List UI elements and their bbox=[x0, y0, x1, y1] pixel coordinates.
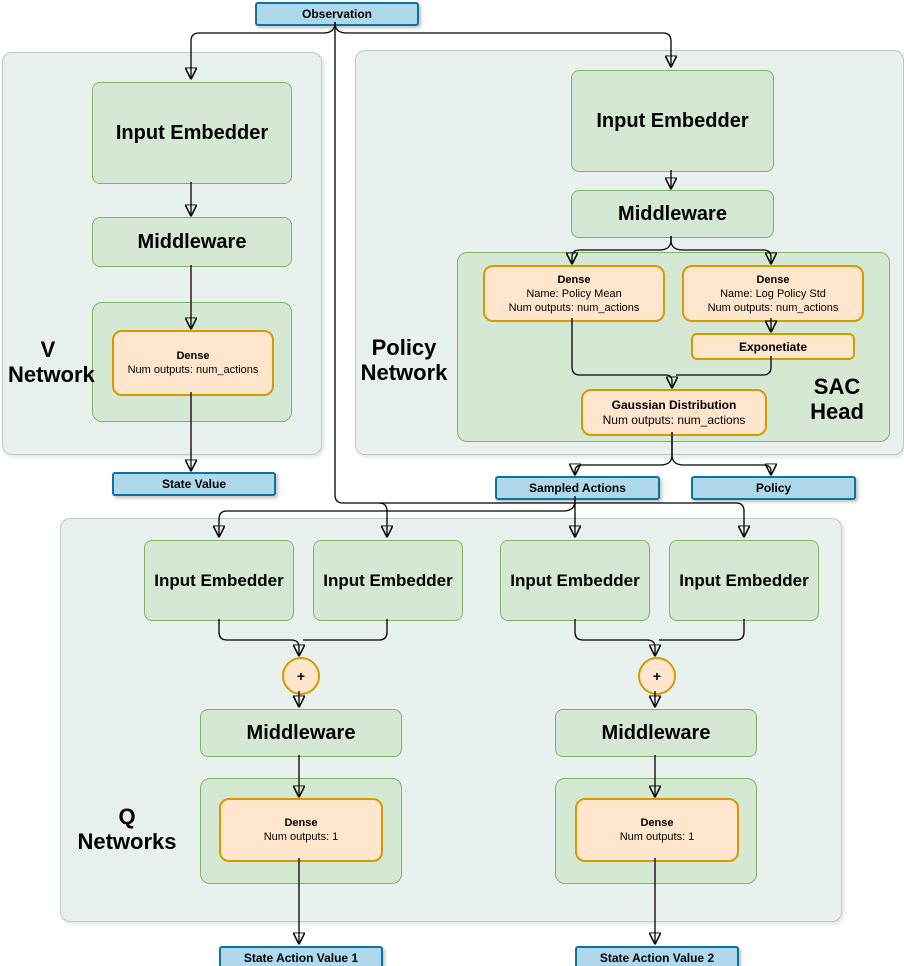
q1-merge-plus-node: + bbox=[282, 657, 320, 695]
sampled-actions-node: Sampled Actions bbox=[495, 476, 660, 500]
policy-network-label: Policy Network bbox=[360, 335, 448, 385]
q1-input-embedder-action-node: Input Embedder bbox=[313, 540, 463, 621]
q2-input-embedder-state-node: Input Embedder bbox=[500, 540, 650, 621]
v-middleware-node: Middleware bbox=[92, 217, 292, 267]
v-input-embedder-node: Input Embedder bbox=[92, 82, 292, 184]
v-dense-node: Dense Num outputs: num_actions bbox=[112, 330, 274, 396]
state-action-value-1-node: State Action Value 1 bbox=[219, 946, 383, 966]
q2-dense-node: Dense Num outputs: 1 bbox=[575, 798, 739, 862]
q2-merge-plus-node: + bbox=[638, 657, 676, 695]
dense-policy-mean-node: Dense Name: Policy Mean Num outputs: num… bbox=[483, 265, 665, 322]
state-action-value-2-node: State Action Value 2 bbox=[575, 946, 739, 966]
q2-input-embedder-action-node: Input Embedder bbox=[669, 540, 819, 621]
policy-middleware-node: Middleware bbox=[571, 190, 774, 238]
sac-head-label: SAC Head bbox=[810, 374, 864, 424]
policy-input-embedder-node: Input Embedder bbox=[571, 70, 774, 172]
v-network-label: V Network bbox=[8, 337, 95, 387]
state-value-node: State Value bbox=[112, 472, 276, 496]
observation-node: Observation bbox=[255, 2, 419, 26]
q1-dense-node: Dense Num outputs: 1 bbox=[219, 798, 383, 862]
dense-log-policy-std-node: Dense Name: Log Policy Std Num outputs: … bbox=[682, 265, 864, 322]
exponentiate-node: Exponetiate bbox=[691, 333, 855, 360]
q1-middleware-node: Middleware bbox=[200, 709, 402, 757]
q1-input-embedder-state-node: Input Embedder bbox=[144, 540, 294, 621]
gaussian-distribution-node: Gaussian Distribution Num outputs: num_a… bbox=[581, 389, 767, 436]
q-networks-label: Q Networks bbox=[77, 804, 177, 854]
policy-output-node: Policy bbox=[691, 476, 856, 500]
q2-middleware-node: Middleware bbox=[555, 709, 757, 757]
